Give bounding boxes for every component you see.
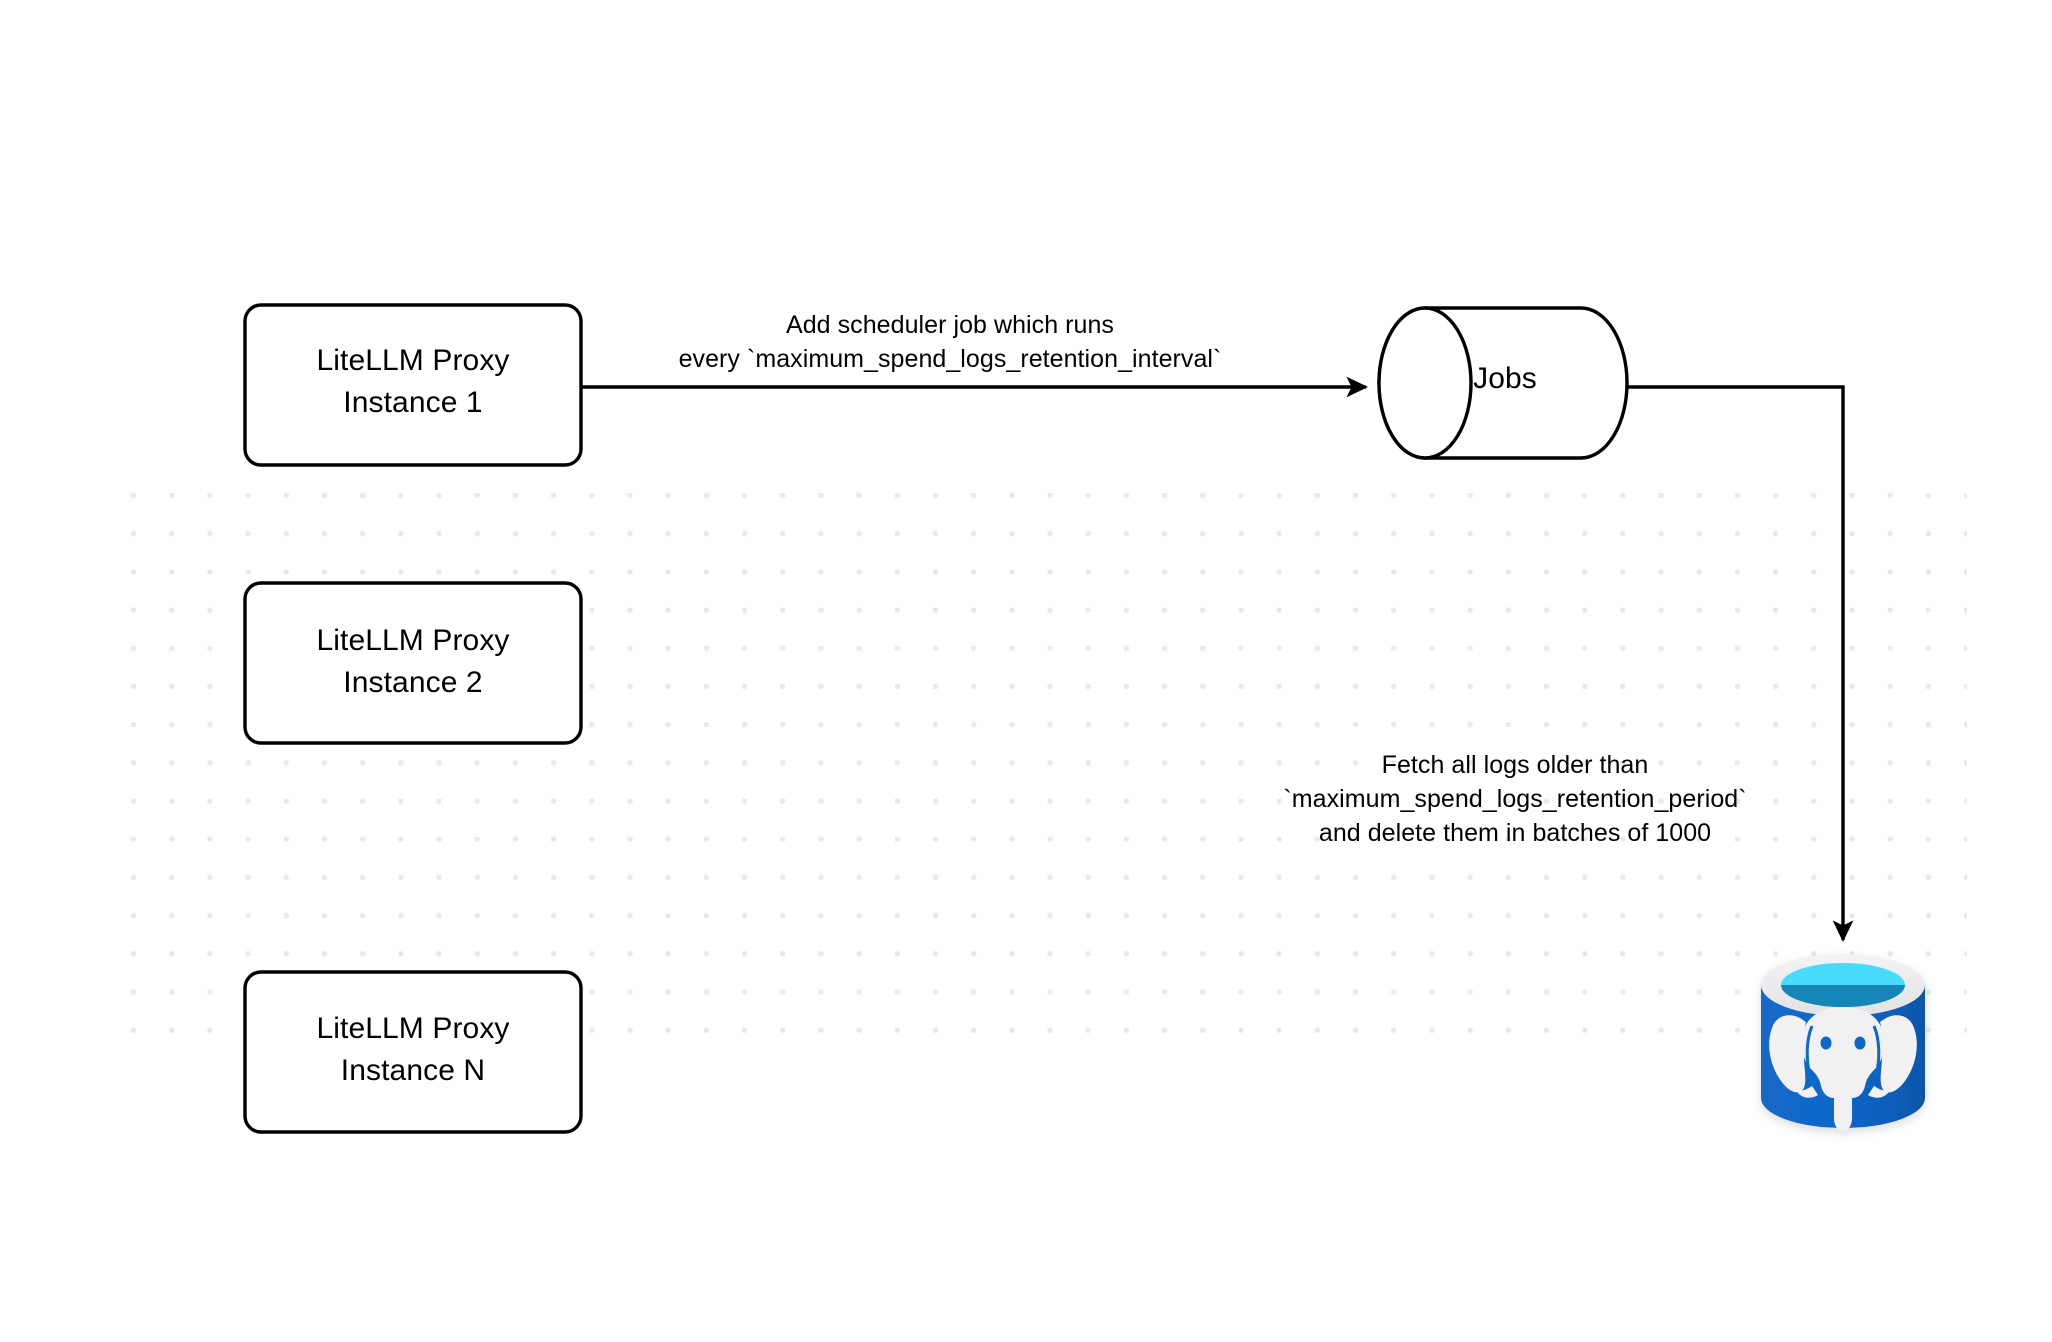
- node-proxy-instance-2[interactable]: [243, 581, 583, 745]
- edge-jobs-to-postgres: [1627, 385, 1854, 943]
- postgres-elephant-icon: [1769, 1007, 1917, 1131]
- postgres-elephant-eyes: [1820, 1036, 1866, 1050]
- node-jobs-queue[interactable]: [1377, 306, 1629, 460]
- node-postgres-database[interactable]: [1761, 954, 1925, 1131]
- node-proxy-instance-1[interactable]: [243, 303, 583, 467]
- node-proxy-instance-n[interactable]: [243, 970, 583, 1134]
- postgres-elephant-contours: [1805, 1025, 1881, 1077]
